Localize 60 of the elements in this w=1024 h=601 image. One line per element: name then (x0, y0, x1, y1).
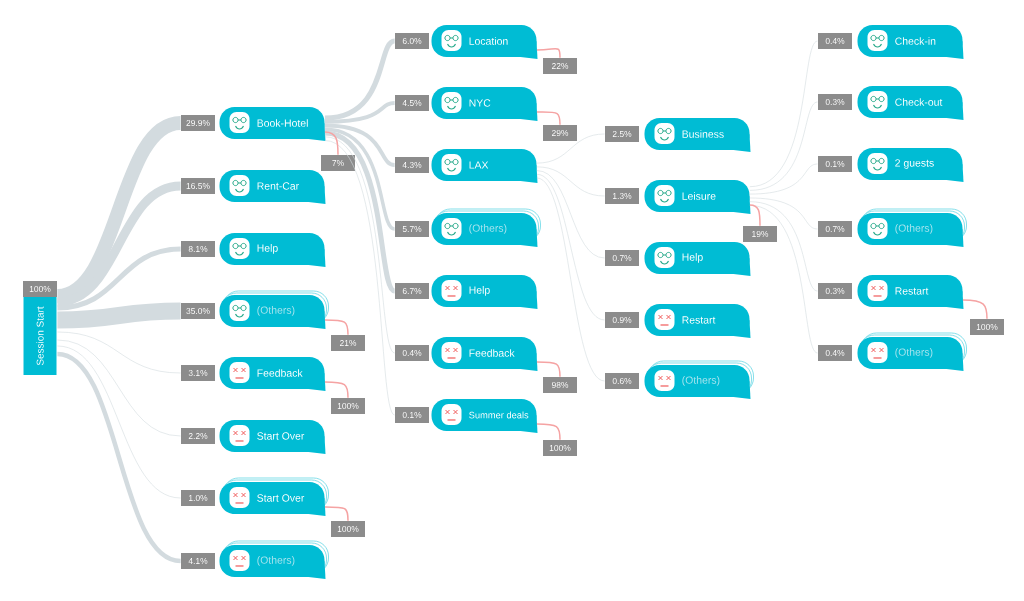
percentage-badge: 0.9% (605, 312, 639, 328)
percentage-badge: 0.3% (818, 94, 852, 110)
drop-off-line (536, 423, 561, 441)
percentage-badge: 100% (23, 281, 57, 297)
percentage-badge: 5.7% (395, 221, 429, 237)
drop-off-line (324, 506, 349, 522)
percentage-badge: 4.5% (395, 95, 429, 111)
percentage-badge: 0.6% (605, 373, 639, 389)
flow-line (324, 130, 397, 293)
percentage-badge: 4.1% (181, 553, 215, 569)
flow-line (57, 302, 181, 329)
percentage-badge: 0.3% (818, 283, 852, 299)
start-box: Session Start (23, 297, 57, 375)
percentage-badge: 6.7% (395, 283, 429, 299)
percentage-badge: 2.2% (181, 428, 215, 444)
percentage-badge: 0.7% (605, 250, 639, 266)
flow-line (324, 136, 395, 354)
percentage-badge: 21% (331, 335, 365, 351)
drop-off-line (962, 299, 988, 320)
percentage-badge: 29% (543, 125, 577, 141)
percentage-badge: 19% (743, 226, 777, 242)
percentage-badge: 35.0% (181, 303, 215, 319)
drop-off-line (749, 204, 761, 227)
percentage-badge: 98% (543, 377, 577, 393)
flow-line (749, 40, 818, 187)
flow-line (749, 197, 818, 230)
percentage-badge: 100% (331, 398, 365, 414)
percentage-badge: 7% (321, 155, 355, 171)
drop-off-line (324, 131, 339, 156)
percentage-badge: 16.5% (181, 178, 215, 194)
percentage-badge: 0.4% (395, 345, 429, 361)
flow-line (749, 201, 818, 292)
percentage-badge: 100% (331, 521, 365, 537)
percentage-badge: 1.0% (181, 490, 215, 506)
percentage-badge: 1.3% (605, 188, 639, 204)
drop-off-line (536, 361, 561, 378)
flow-line (324, 123, 395, 167)
percentage-badge: 100% (970, 319, 1004, 335)
percentage-badge: 29.9% (181, 115, 215, 131)
drop-off-line (536, 47, 561, 59)
drop-off-line (324, 381, 349, 399)
percentage-badge: 22% (543, 58, 577, 74)
percentage-badge: 8.1% (181, 241, 215, 257)
flow-line (324, 140, 395, 416)
flow-line (749, 101, 818, 191)
percentage-badge: 0.7% (818, 221, 852, 237)
percentage-badge: 0.1% (818, 156, 852, 172)
flow-line (749, 163, 818, 195)
drop-off-line (324, 319, 349, 336)
percentage-badge: 6.0% (395, 33, 429, 49)
flow-line (57, 331, 181, 374)
percentage-badge: 0.4% (818, 345, 852, 361)
flow-line (324, 127, 396, 231)
percentage-badge: 0.1% (395, 407, 429, 423)
percentage-badge: 3.1% (181, 365, 215, 381)
percentage-badge: 0.4% (818, 33, 852, 49)
percentage-badge: 2.5% (605, 126, 639, 142)
percentage-badge: 4.3% (395, 157, 429, 173)
percentage-badge: 100% (543, 440, 577, 456)
drop-off-line (536, 111, 561, 126)
